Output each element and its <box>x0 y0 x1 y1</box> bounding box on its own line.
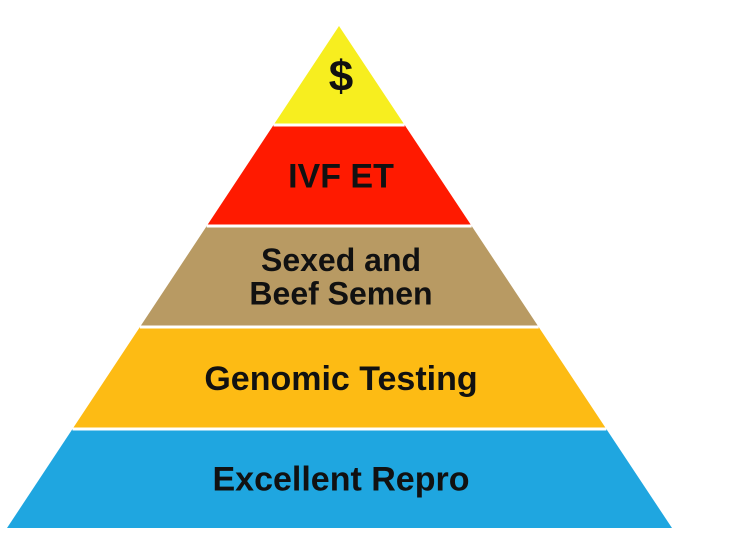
pyramid-tier-ivf-et <box>206 125 472 226</box>
pyramid-label-genomic-testing: Genomic Testing <box>204 360 477 398</box>
pyramid-separators <box>72 123 607 431</box>
pyramid-label-excellent-repro: Excellent Repro <box>213 460 470 498</box>
pyramid-tier-top <box>273 26 405 125</box>
pyramid-label-top: $ <box>329 52 353 101</box>
pyramid-tier-excellent-repro <box>7 429 672 528</box>
pyramid-label-line: Excellent Repro <box>213 460 470 498</box>
pyramid-label-line: IVF ET <box>288 157 394 195</box>
pyramid-tier-genomic-testing <box>72 327 607 429</box>
pyramid-tiers <box>7 26 672 528</box>
pyramid-tier-sexed-and-beef-semen <box>139 226 539 327</box>
pyramid-label-line: Genomic Testing <box>204 360 477 398</box>
pyramid-label-line: $ <box>329 52 353 101</box>
pyramid-label-line: Sexed and <box>261 242 421 278</box>
pyramid-label-line: Beef Semen <box>249 276 432 312</box>
pyramid-label-ivf-et: IVF ET <box>288 157 394 195</box>
